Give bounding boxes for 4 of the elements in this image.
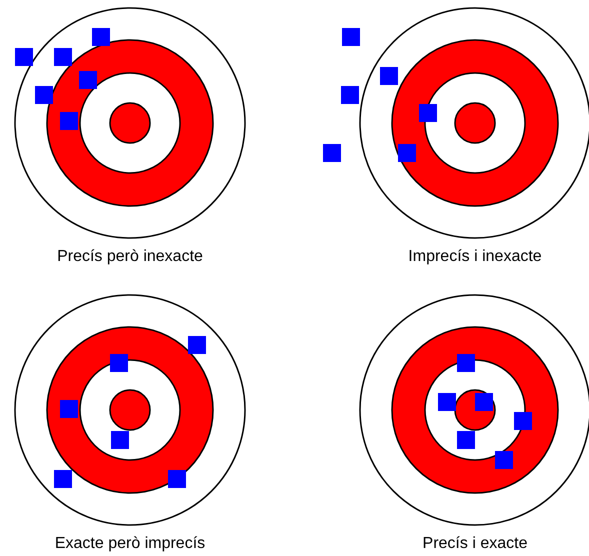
caption-text: Exacte però imprecís [54,535,206,553]
caption-text: Imprecís i inexacte [407,248,543,266]
caption-text: Precís i exacte [422,535,528,553]
caption-text: Precís però inexacte [56,248,204,266]
